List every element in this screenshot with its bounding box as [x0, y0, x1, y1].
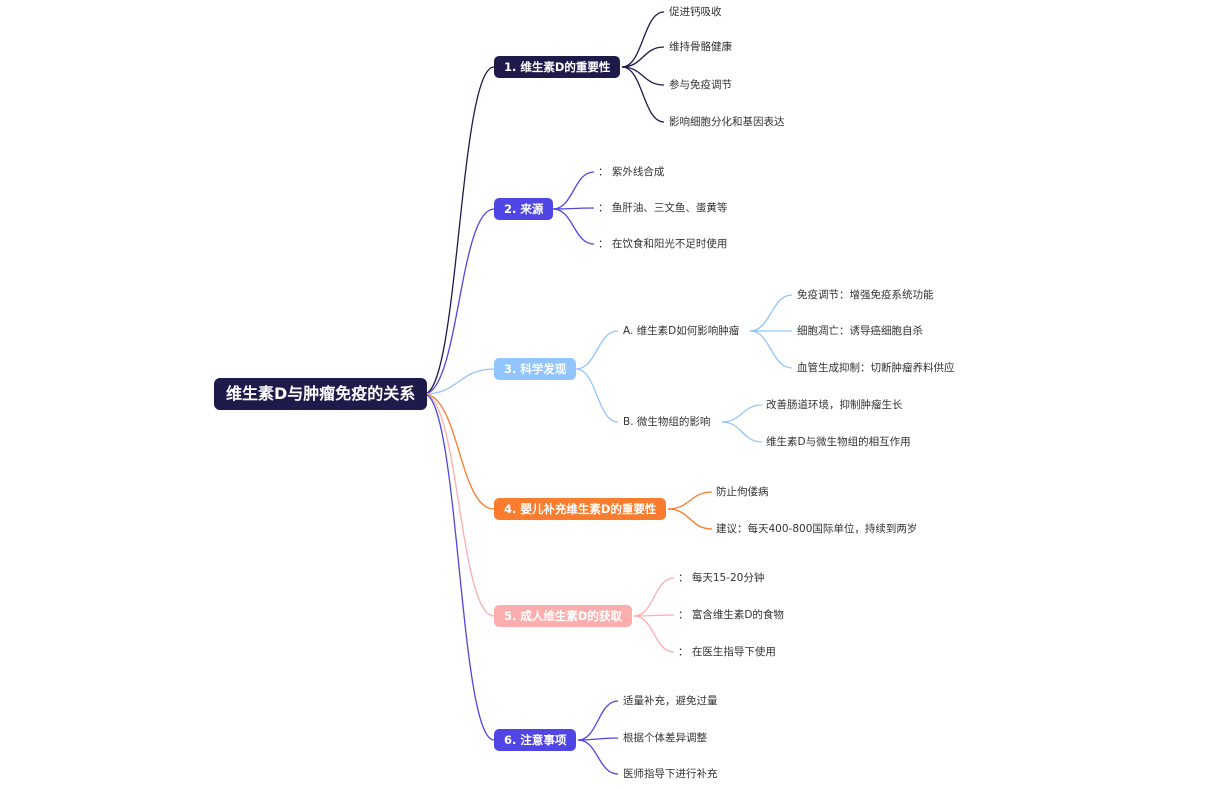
- root-topic[interactable]: 维生素D与肿瘤免疫的关系: [214, 378, 428, 410]
- connector-line: [667, 491, 713, 510]
- branch-importance[interactable]: 1. 维生素D的重要性: [494, 56, 621, 78]
- connector-line: [749, 294, 793, 332]
- connector-line: [633, 615, 675, 653]
- branch-adult[interactable]: 5. 成人维生素D的获取: [494, 605, 632, 627]
- connector-line: [621, 46, 665, 68]
- connector-line: [749, 330, 793, 369]
- subgroup-microbiome[interactable]: B. 微生物组的影响: [623, 416, 711, 428]
- connector-line: [423, 393, 495, 510]
- branch-findings[interactable]: 3. 科学发现: [494, 358, 577, 380]
- leaf-sources-2[interactable]: ： 鱼肝油、三文鱼、蛋黄等: [598, 202, 728, 214]
- leaf-microbiome-1[interactable]: 改善肠道环境，抑制肿瘤生长: [766, 399, 903, 411]
- connector-line: [633, 577, 675, 617]
- leaf-adult-3[interactable]: ： 在医生指导下使用: [678, 646, 776, 658]
- connector-line: [621, 11, 665, 68]
- branch-infant[interactable]: 4. 婴儿补充维生素D的重要性: [494, 498, 667, 520]
- connector-line: [423, 368, 495, 395]
- leaf-importance-3[interactable]: 参与免疫调节: [669, 79, 732, 91]
- connector-line: [552, 207, 595, 210]
- leaf-sources-3[interactable]: ： 在饮食和阳光不足时使用: [598, 238, 728, 250]
- leaf-tumor-effect-2[interactable]: 细胞凋亡：诱导癌细胞自杀: [797, 325, 923, 337]
- connector-line: [621, 66, 665, 123]
- connector-line: [423, 393, 495, 741]
- connector-line: [667, 508, 713, 530]
- connector-line: [577, 739, 619, 775]
- connector-line: [577, 700, 619, 741]
- connector-line: [721, 421, 763, 443]
- connector-line: [633, 614, 675, 617]
- connector-line: [575, 368, 619, 423]
- leaf-adult-1[interactable]: ： 每天15-20分钟: [678, 572, 765, 584]
- leaf-notes-1[interactable]: 适量补充，避免过量: [623, 695, 718, 707]
- leaf-infant-2[interactable]: 建议：每天400-800国际单位，持续到两岁: [716, 523, 918, 535]
- subgroup-tumor-effect[interactable]: A. 维生素D如何影响肿瘤: [623, 325, 740, 337]
- connector-line: [423, 393, 495, 617]
- leaf-notes-2[interactable]: 根据个体差异调整: [623, 732, 707, 744]
- connector-line: [721, 404, 763, 423]
- branch-notes[interactable]: 6. 注意事项: [494, 729, 577, 751]
- leaf-adult-2[interactable]: ： 富含维生素D的食物: [678, 609, 784, 621]
- leaf-importance-4[interactable]: 影响细胞分化和基因表达: [669, 116, 785, 128]
- connector-line: [577, 737, 619, 741]
- leaf-sources-1[interactable]: ： 紫外线合成: [598, 166, 665, 178]
- connector-line: [575, 330, 619, 370]
- leaf-tumor-effect-3[interactable]: 血管生成抑制：切断肿瘤养料供应: [797, 362, 955, 374]
- connector-line: [552, 208, 595, 245]
- leaf-microbiome-2[interactable]: 维生素D与微生物组的相互作用: [766, 436, 911, 448]
- leaf-notes-3[interactable]: 医师指导下进行补充: [623, 768, 718, 780]
- connector-line: [552, 171, 595, 210]
- leaf-importance-2[interactable]: 维持骨骼健康: [669, 41, 732, 53]
- leaf-tumor-effect-1[interactable]: 免疫调节：增强免疫系统功能: [797, 289, 934, 301]
- connector-line: [423, 66, 495, 395]
- branch-sources[interactable]: 2. 来源: [494, 198, 554, 220]
- connector-line: [423, 208, 495, 395]
- leaf-infant-1[interactable]: 防止佝偻病: [716, 486, 769, 498]
- leaf-importance-1[interactable]: 促进钙吸收: [669, 6, 722, 18]
